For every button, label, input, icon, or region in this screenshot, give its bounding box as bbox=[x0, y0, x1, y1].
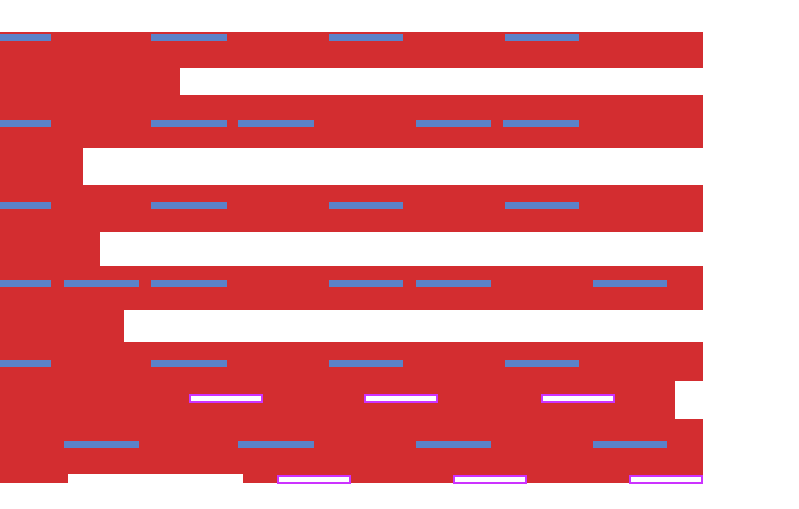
redaction-band-12 bbox=[0, 474, 68, 483]
text-line-r6-c1 bbox=[64, 441, 139, 448]
text-line-r2-c1 bbox=[0, 120, 51, 127]
gutter-row-3 bbox=[100, 232, 703, 266]
text-line-r3-c1 bbox=[0, 202, 51, 209]
highlight-bar-1 bbox=[189, 394, 263, 403]
highlight-bar-3 bbox=[541, 394, 615, 403]
text-line-r4-c1 bbox=[0, 280, 51, 287]
redaction-band-8 bbox=[0, 310, 124, 342]
text-line-r6-c3 bbox=[416, 441, 491, 448]
text-line-r1-c1 bbox=[0, 34, 51, 41]
redaction-band-4 bbox=[0, 148, 83, 185]
text-line-r6-c2 bbox=[238, 441, 314, 448]
text-line-r2-c5 bbox=[503, 120, 579, 127]
highlight-bar-2 bbox=[364, 394, 438, 403]
text-line-r4-c4 bbox=[329, 280, 403, 287]
text-line-r3-c3 bbox=[329, 202, 403, 209]
redaction-band-7 bbox=[0, 266, 703, 310]
text-line-r2-c2 bbox=[151, 120, 227, 127]
text-line-r4-c6 bbox=[593, 280, 667, 287]
gutter-notch-right bbox=[675, 381, 703, 419]
text-line-r5-c2 bbox=[151, 360, 227, 367]
text-line-r2-c4 bbox=[416, 120, 491, 127]
gutter-row-4 bbox=[124, 310, 703, 342]
gutter-row-2 bbox=[83, 148, 703, 185]
highlight-bar-4 bbox=[277, 475, 351, 484]
text-line-r3-c2 bbox=[151, 202, 227, 209]
gutter-row-1 bbox=[180, 68, 703, 95]
text-line-r4-c2 bbox=[64, 280, 139, 287]
text-line-r6-c4 bbox=[593, 441, 667, 448]
text-line-r1-c4 bbox=[505, 34, 579, 41]
highlight-bar-5 bbox=[453, 475, 527, 484]
text-line-r1-c2 bbox=[151, 34, 227, 41]
text-line-r1-c3 bbox=[329, 34, 403, 41]
gutter-notch-bottom bbox=[68, 474, 243, 483]
text-line-r5-c3 bbox=[329, 360, 403, 367]
text-line-r2-c3 bbox=[238, 120, 314, 127]
text-line-r5-c4 bbox=[505, 360, 579, 367]
text-line-r3-c4 bbox=[505, 202, 579, 209]
redaction-band-2 bbox=[0, 68, 180, 95]
highlight-bar-6 bbox=[629, 475, 703, 484]
text-line-r4-c3 bbox=[151, 280, 227, 287]
text-line-r5-c1 bbox=[0, 360, 51, 367]
text-line-r4-c5 bbox=[416, 280, 491, 287]
redaction-band-6 bbox=[0, 232, 100, 266]
redaction-band-3 bbox=[0, 95, 703, 148]
